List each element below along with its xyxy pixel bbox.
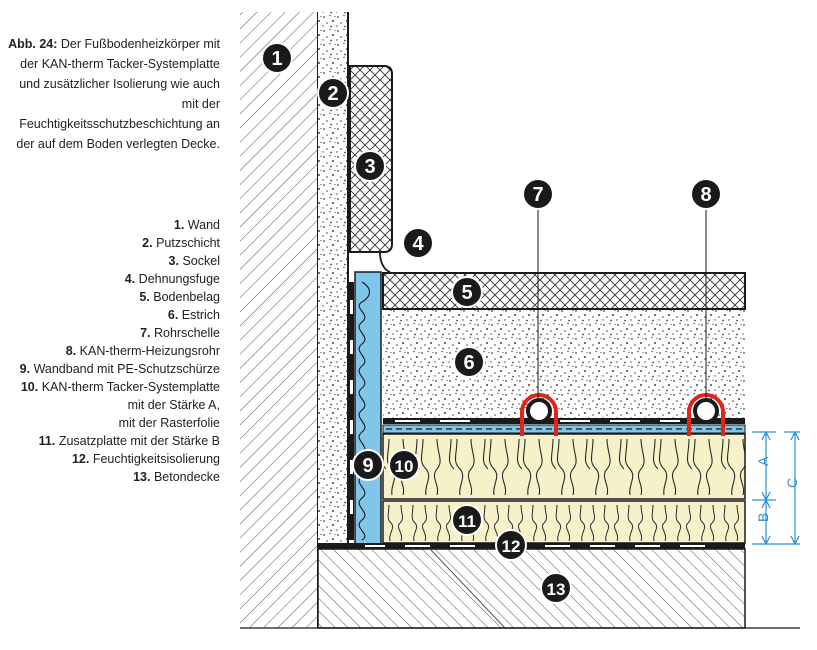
pipe-clip-1 <box>520 393 558 436</box>
concrete-slab <box>317 548 746 629</box>
edge-strip-film-dash <box>350 300 353 314</box>
legend-item: 4. Dehnungsfuge <box>124 272 220 286</box>
svg-text:7: 7 <box>532 184 543 206</box>
svg-text:3: 3 <box>364 156 375 178</box>
svg-text:8: 8 <box>700 184 711 206</box>
badge-12: 12 <box>495 529 527 561</box>
legend-item: 8. KAN-therm-Heizungsrohr <box>65 344 220 358</box>
legend-item: mit der Stärke A, <box>127 398 220 412</box>
edge-strip-film-dash <box>350 500 353 514</box>
legend-item: 13. Betondecke <box>133 470 220 484</box>
badge-8: 8 <box>690 178 722 210</box>
pipe-1-inner <box>530 402 548 420</box>
moisture-barrier <box>318 543 745 549</box>
edge-strip <box>354 271 382 545</box>
badge-10: 10 <box>388 449 420 481</box>
dimension-label-b: B <box>755 513 771 522</box>
legend-item: 3. Sockel <box>168 254 220 268</box>
legend: 1. Wand 2. Putzschicht 3. Sockel 4. Dehn… <box>0 216 220 486</box>
edge-strip-film-dash <box>350 340 353 354</box>
badge-7: 7 <box>522 178 554 210</box>
badge-2: 2 <box>317 77 349 109</box>
edge-strip-film-dash <box>350 380 353 394</box>
legend-item: mit der Rasterfolie <box>118 416 220 430</box>
svg-text:12: 12 <box>502 537 521 556</box>
expansion-joint-curve <box>379 252 391 273</box>
legend-item: 10. KAN-therm Tacker-Systemplatte <box>20 380 220 394</box>
floor-covering <box>382 272 746 310</box>
badge-9: 9 <box>352 449 384 481</box>
figure-caption: Abb. 24: Der Fußbodenheizkörper mit der … <box>8 34 220 154</box>
legend-item: 12. Feuchtigkeitsisolierung <box>71 452 220 466</box>
legend-item: 5. Bodenbelag <box>139 290 220 304</box>
edge-strip-film-dash <box>350 420 353 434</box>
edge-strip-film <box>349 282 354 540</box>
svg-text:11: 11 <box>458 512 476 531</box>
svg-text:5: 5 <box>461 282 472 304</box>
svg-text:4: 4 <box>412 233 424 255</box>
raster-foil <box>382 424 746 434</box>
legend-item: 6. Estrich <box>167 308 220 322</box>
figure-caption-text: Der Fußbodenheizkörper mit der KAN-therm… <box>16 37 220 151</box>
badge-3: 3 <box>354 150 386 182</box>
screed <box>383 310 745 426</box>
dimension-label-c: C <box>784 478 800 488</box>
tacker-system-plate <box>382 433 746 500</box>
svg-text:1: 1 <box>271 48 282 70</box>
concrete-slab-crack <box>429 548 506 629</box>
svg-text:6: 6 <box>463 352 474 374</box>
legend-item: 1. Wand <box>173 218 220 232</box>
edge-strip-film-dash <box>350 460 353 474</box>
dimension-lines <box>752 430 800 546</box>
svg-text:2: 2 <box>327 83 338 105</box>
edge-strip-waves <box>358 281 371 541</box>
badge-4: 4 <box>402 227 434 259</box>
badge-5: 5 <box>451 276 483 308</box>
badge-11: 11 <box>451 504 483 536</box>
badge-1: 1 <box>261 42 293 74</box>
legend-item: 7. Rohrschelle <box>140 326 220 340</box>
svg-text:9: 9 <box>362 455 373 477</box>
badge-6: 6 <box>453 346 485 378</box>
legend-item: 11. Zusatzplatte mit der Stärke B <box>38 434 220 448</box>
figure-label: Abb. 24: <box>8 37 58 51</box>
wall <box>240 12 318 628</box>
additional-insulation-board <box>382 500 746 544</box>
badge-13: 13 <box>540 572 572 604</box>
pipe-2-inner <box>697 402 715 420</box>
dimension-label-a: A <box>755 456 771 466</box>
heating-pipe-1 <box>520 393 558 436</box>
legend-item: 2. Putzschicht <box>142 236 220 250</box>
svg-text:13: 13 <box>547 580 566 599</box>
legend-item: 9. Wandband mit PE-Schutzschürze <box>19 362 220 376</box>
svg-text:10: 10 <box>395 457 414 476</box>
